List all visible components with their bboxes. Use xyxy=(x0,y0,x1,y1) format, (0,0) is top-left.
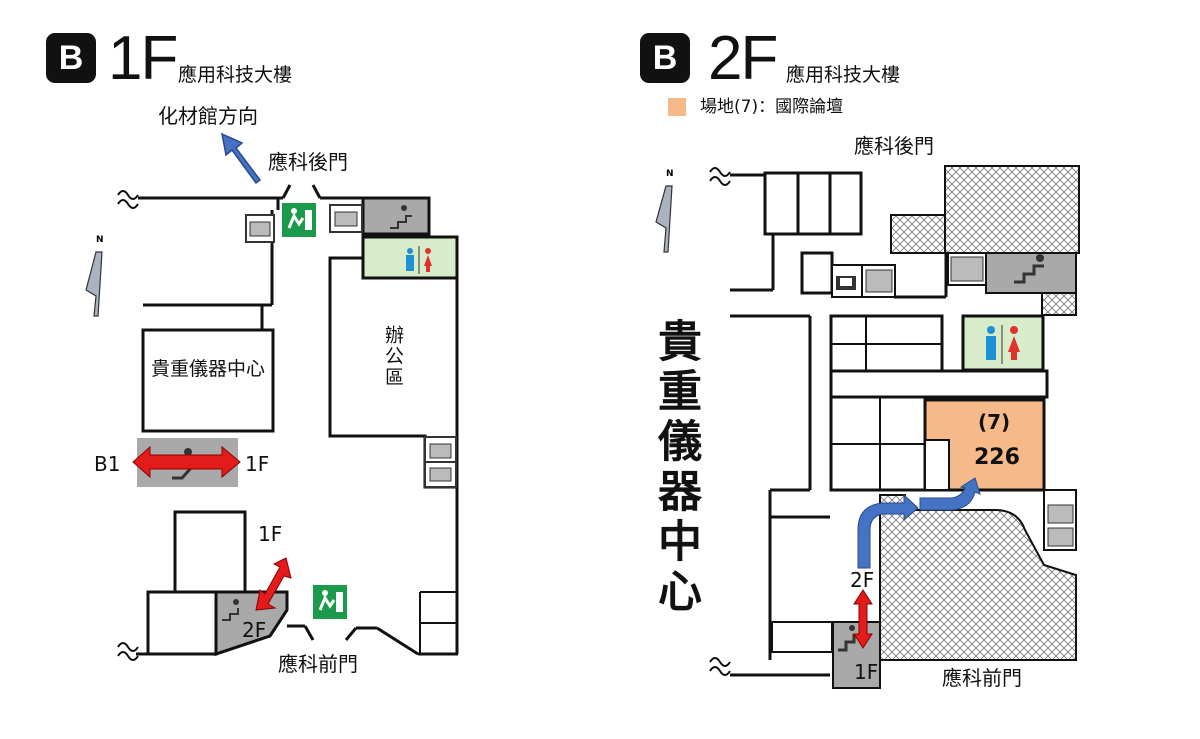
stair-floor-label-2f: 1F xyxy=(854,660,879,684)
emergency-exit-icon xyxy=(282,203,316,237)
venue-legend-swatch xyxy=(668,98,686,116)
back-gate-label-2f: 應科後門 xyxy=(854,134,934,158)
building-name-2f: 應用科技大樓 xyxy=(786,64,901,86)
stair-up-label-2f: 2F xyxy=(850,568,875,592)
break-mark-top-2f xyxy=(709,167,731,186)
break-mark-top-1f xyxy=(117,190,139,209)
coffee-icon xyxy=(836,276,856,290)
stair-floor-label-1f: 2F xyxy=(242,618,267,642)
direction-arrow-icon xyxy=(220,132,262,185)
back-gate-label-1f: 應科後門 xyxy=(268,150,348,174)
office-label: 辦公區 xyxy=(382,325,404,388)
elevator-icon xyxy=(424,461,457,488)
north-arrow-icon: N xyxy=(655,169,674,253)
escalator-arrow-icon xyxy=(132,445,241,479)
floor-plan-1f: N xyxy=(85,132,459,661)
stairs-arrow-icon xyxy=(853,589,873,649)
instrument-center-label-1f: 貴重儀器中心 xyxy=(148,355,268,383)
elevator-icon xyxy=(424,436,457,465)
break-mark-bottom-1f xyxy=(117,642,139,661)
svg-text:N: N xyxy=(666,169,674,179)
restroom-icon xyxy=(406,246,432,274)
escalator-to-label: 1F xyxy=(245,452,270,476)
instrument-center-label-2f: 貴重儀器中心 xyxy=(650,318,701,618)
elevator-icon xyxy=(1047,527,1074,547)
route-arrow-icon xyxy=(857,493,919,569)
front-gate-label-1f: 應科前門 xyxy=(278,652,358,676)
building-badge-2f: B xyxy=(640,33,690,83)
elevator-icon xyxy=(865,269,893,293)
north-arrow-icon: N xyxy=(85,235,104,317)
venue-number: (7) xyxy=(978,410,1011,434)
elevator-icon xyxy=(329,204,363,233)
building-badge-1f: B xyxy=(46,33,96,83)
stairs-icon xyxy=(222,599,239,621)
elevator-icon xyxy=(950,256,984,282)
stairs-icon xyxy=(390,205,412,229)
venue-room: 226 xyxy=(974,445,1020,470)
elevator-icon xyxy=(1047,504,1074,524)
elevator-icon xyxy=(245,214,275,243)
emergency-exit-icon xyxy=(313,585,347,619)
venue-legend-label: 場地(7)：國際論壇 xyxy=(700,97,844,117)
floor-plan-2f: N xyxy=(655,165,1080,689)
floor-title-2f: 2F xyxy=(708,24,778,93)
stairs-icon xyxy=(1014,254,1044,284)
restroom-icon xyxy=(986,325,1020,364)
escalator-from-label: B1 xyxy=(94,452,121,476)
stair-up-label-1f: 1F xyxy=(258,522,283,546)
svg-text:N: N xyxy=(96,235,104,245)
floor-title-1f: 1F xyxy=(108,24,178,93)
stairs-arrow-icon xyxy=(255,557,292,611)
route-arrow-icon xyxy=(919,477,981,511)
front-gate-label-2f: 應科前門 xyxy=(942,666,1022,690)
direction-label: 化材館方向 xyxy=(158,104,258,128)
building-name-1f: 應用科技大樓 xyxy=(178,64,293,86)
stairs-icon xyxy=(838,625,856,652)
instrument-center-text-1f: 貴重儀器中心 xyxy=(150,358,265,380)
break-mark-bottom-2f xyxy=(709,657,731,676)
